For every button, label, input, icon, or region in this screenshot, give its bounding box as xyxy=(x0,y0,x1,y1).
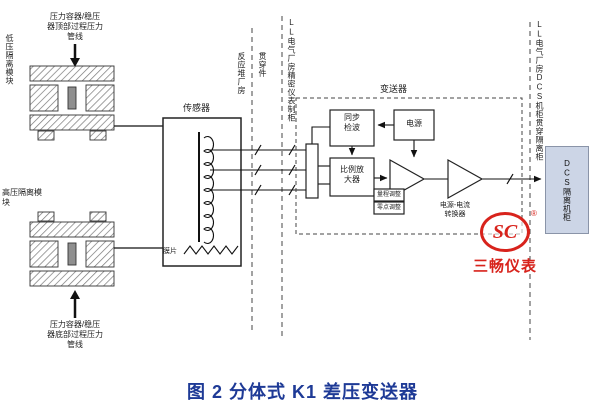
zero-adjust-box xyxy=(373,201,405,215)
dcs-cabinet-label: DCS隔离机柜 xyxy=(562,158,572,222)
sync-detector-label: 同步 检波 xyxy=(344,113,360,132)
sc-logo: SC xyxy=(480,212,530,252)
low-pressure-isolation-module xyxy=(29,65,115,141)
power-current-converter-label: 电源-电流 转换器 xyxy=(439,202,471,218)
terminal-block xyxy=(305,143,319,199)
zero-adjust-label: 零点调整 xyxy=(376,205,401,211)
transmitter-wiring xyxy=(311,121,542,185)
range-adjust-label: 量程调整 xyxy=(376,192,401,198)
bottom-process-line-label: 压力容器/稳压器底部过程压力管线 xyxy=(47,320,103,349)
high-pressure-module-label: 高压隔离模块 xyxy=(2,188,42,207)
sc-logo-mark: SC xyxy=(492,220,518,243)
cable-break-marks xyxy=(254,144,514,196)
registered-mark-icon: ® xyxy=(531,209,537,218)
reactor-building-label: 反应堆厂房 xyxy=(237,52,246,95)
top-process-arrow xyxy=(70,44,80,67)
proportional-amplifier-box xyxy=(329,157,375,197)
figure-caption: 图 2 分体式 K1 差压变送器 xyxy=(186,382,419,402)
transmitter-title: 变送器 xyxy=(380,84,408,94)
instrument-cabinet-label: LL电气厂房精密仪表制柜 xyxy=(287,18,296,122)
amplifier-triangle-2 xyxy=(447,158,484,200)
sync-detector-box xyxy=(329,109,375,147)
transmitter-components xyxy=(305,109,484,215)
bottom-process-arrow xyxy=(70,290,80,318)
impulse-line-connectors xyxy=(114,125,163,249)
power-supply-label: 电源 xyxy=(406,119,422,128)
high-pressure-isolation-module xyxy=(29,211,115,287)
penetration-label: 贯穿件 xyxy=(258,52,267,78)
proportional-amplifier-label: 比例放 大器 xyxy=(340,165,364,184)
transmitter-enclosure xyxy=(295,97,523,235)
diaphragm-zigzag xyxy=(183,245,239,255)
boundary-dashed-lines xyxy=(251,16,531,340)
top-process-line-label: 压力容器/稳压器顶部过程压力管线 xyxy=(47,12,103,41)
dcs-isolation-label: LL电气厂房DCS机柜贯穿隔离柜 xyxy=(535,20,544,161)
brand-name: 三畅仪表 xyxy=(472,258,537,275)
diaphragm-label: 膜片 xyxy=(163,248,177,255)
sensor-coil xyxy=(203,135,214,245)
power-supply-box xyxy=(393,109,435,141)
sensor-box xyxy=(162,117,242,267)
dcs-isolation-cabinet: DCS隔离机柜 xyxy=(545,146,589,234)
range-adjust-box xyxy=(373,188,405,202)
low-pressure-module-label: 低压隔离模块 xyxy=(5,34,14,85)
sensor-title: 传感器 xyxy=(183,103,211,113)
